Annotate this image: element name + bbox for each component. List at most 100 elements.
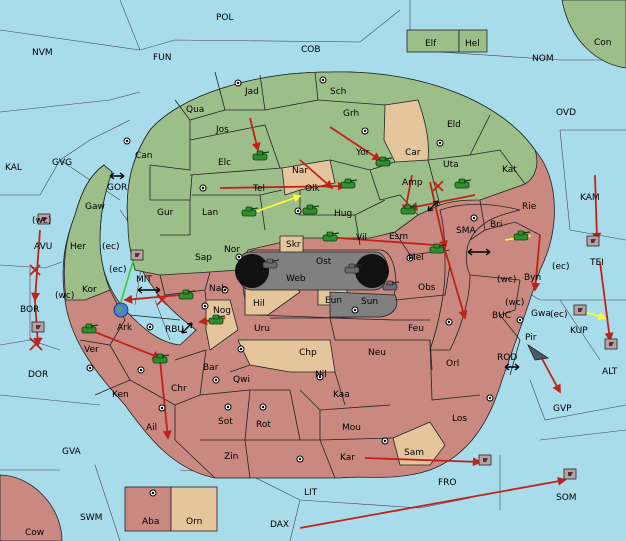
label-elc: Elc — [218, 158, 231, 168]
coast-mit-ec: (ec) — [109, 265, 127, 275]
sea-fro: FRO — [438, 478, 457, 488]
label-nog: Nog — [213, 306, 231, 316]
label-hel: Hel — [465, 39, 480, 49]
coast-avu-wc: (wc) — [32, 216, 51, 226]
label-yor: Yor — [355, 148, 370, 158]
fleet-unit — [573, 304, 587, 316]
label-car: Car — [405, 148, 421, 158]
label-qua: Qua — [186, 105, 204, 115]
sea-dor: DOR — [28, 370, 48, 380]
label-sot: Sot — [218, 417, 233, 427]
sea-buc: BUC — [492, 311, 511, 321]
label-pir: Pir — [525, 333, 537, 343]
sea-cob: COB — [301, 45, 321, 55]
label-ken: Ken — [112, 390, 129, 400]
label-jad: Jad — [244, 87, 259, 97]
channel-arrows — [109, 172, 520, 371]
sea-pol: POL — [216, 13, 234, 23]
label-nil: Nil — [315, 370, 327, 380]
label-kor: Kor — [82, 285, 97, 295]
sea-lit: LIT — [304, 488, 318, 498]
label-ark: Ark — [117, 323, 133, 333]
province-sun — [329, 291, 398, 318]
label-orl: Orl — [446, 359, 459, 369]
label-olk: Olk — [305, 184, 321, 194]
units — [31, 150, 618, 480]
label-tel: Tel — [252, 184, 265, 194]
label-kar: Kar — [340, 453, 355, 463]
sea-avu: AVU — [34, 242, 52, 252]
label-eun: Eun — [325, 296, 342, 306]
label-cow: Cow — [25, 528, 44, 538]
label-jos: Jos — [215, 125, 229, 135]
sea-tei: TEI — [589, 258, 604, 268]
label-gur: Gur — [157, 208, 174, 218]
coast-rie-ec: (ec) — [552, 262, 570, 272]
sea-dax: DAX — [270, 520, 289, 530]
coast-her-ec: (ec) — [102, 242, 120, 252]
coast-gwa-wc: (wc) — [505, 298, 524, 308]
label-sun: Sun — [361, 297, 378, 307]
province-orn — [170, 486, 218, 532]
label-eld: Eld — [447, 120, 461, 130]
label-uta: Uta — [443, 160, 459, 170]
label-web: Web — [286, 274, 306, 284]
label-aba: Aba — [142, 517, 159, 527]
label-ver: Ver — [84, 345, 99, 355]
label-orn: Orn — [186, 517, 202, 527]
sea-nom: NOM — [532, 54, 554, 64]
label-los: Los — [452, 414, 467, 424]
label-can: Can — [135, 151, 153, 161]
fleet-unit — [478, 454, 492, 466]
sea-rod: ROD — [497, 353, 517, 363]
sea-gvp: GVP — [553, 404, 572, 414]
label-byn: Byn — [524, 273, 541, 283]
label-bri: Bri — [490, 220, 502, 230]
label-ost: Ost — [316, 257, 332, 267]
label-neu: Neu — [368, 348, 386, 358]
fleet-unit — [130, 249, 144, 261]
coast-byn-wc: (wc) — [497, 275, 516, 285]
central-island — [235, 251, 398, 318]
sea-kup: KUP — [570, 326, 588, 336]
sea-rbu: RBU — [165, 325, 184, 335]
province-sam — [392, 421, 446, 466]
label-esm: Esm — [389, 232, 408, 242]
label-mou: Mou — [342, 423, 361, 433]
label-sap: Sap — [195, 253, 212, 263]
sea-nvm: NVM — [32, 48, 53, 58]
sea-gvg: GVG — [52, 158, 72, 168]
label-kaa: Kaa — [333, 390, 350, 400]
label-nar: Nar — [292, 166, 308, 176]
label-sam: Sam — [404, 448, 424, 458]
label-her: Her — [70, 242, 86, 252]
label-hug: Hug — [334, 209, 352, 219]
province-borders — [79, 71, 541, 479]
label-obs: Obs — [418, 283, 436, 293]
sea-ovd: OVD — [556, 108, 576, 118]
label-bar: Bar — [203, 363, 219, 373]
label-uru: Uru — [254, 324, 270, 334]
label-kat: Kat — [502, 165, 517, 175]
coast-gwa-ec: (ec) — [550, 310, 568, 320]
label-chp: Chp — [299, 348, 317, 358]
sea-mit: MIT — [136, 275, 152, 285]
label-sch: Sch — [330, 87, 346, 97]
label-ail: Ail — [146, 423, 157, 433]
western-strip-green — [63, 164, 113, 301]
fleet-unit — [31, 321, 45, 333]
orders — [29, 117, 614, 529]
sea-labels: POL NVM FUN COB NOM OVD KAL GVG GOR MIT … — [5, 13, 618, 530]
coast-markers: (wc) (ec) (ec) (wc) (wc) (ec) (wc) (ec) — [32, 216, 570, 320]
label-nab: Nab — [209, 284, 227, 294]
label-hil: Hil — [253, 299, 265, 309]
label-amp: Amp — [402, 178, 423, 188]
province-hel — [458, 29, 488, 53]
sea-gor: GOR — [107, 183, 127, 193]
sea-alt: ALT — [602, 367, 618, 377]
fleet-unit — [586, 235, 600, 247]
label-chr: Chr — [171, 384, 187, 394]
fleet-unit — [527, 343, 550, 361]
